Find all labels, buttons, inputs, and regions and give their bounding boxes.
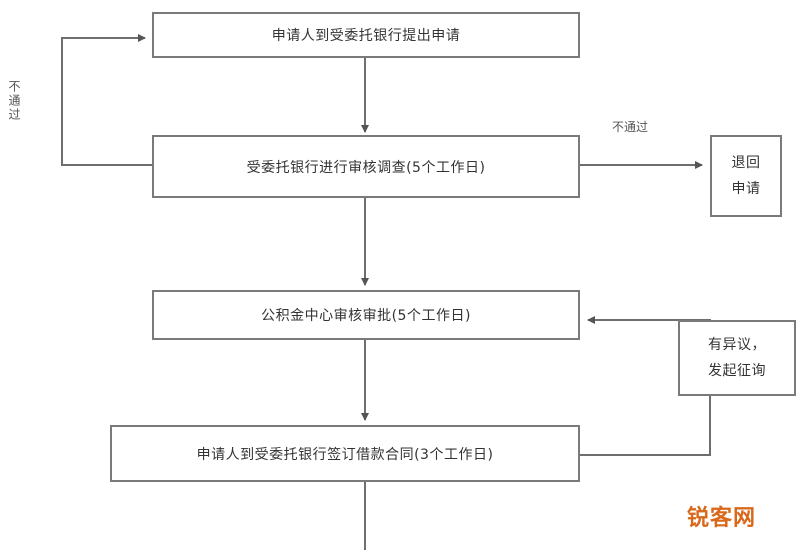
- step2-box: 受委托银行进行审核调查(5个工作日): [152, 135, 580, 198]
- step3-text: 公积金中心审核审批(5个工作日): [261, 308, 471, 324]
- reject-box: 退回 申请: [710, 135, 782, 217]
- step3-box: 公积金中心审核审批(5个工作日): [152, 290, 580, 340]
- supplement-box: 有异议， 发起征询: [678, 320, 796, 396]
- step4-text: 申请人到受委托银行签订借款合同(3个工作日): [196, 446, 494, 463]
- step4-box: 申请人到受委托银行签订借款合同(3个工作日): [110, 425, 580, 482]
- loop-not-pass-left: [61, 34, 152, 166]
- reject-line2: 申请: [731, 181, 761, 197]
- reject-line1: 退回: [731, 155, 761, 171]
- watermark-logo: 锐客网: [686, 506, 756, 531]
- step1-box: 申请人到受委托银行提出申请: [152, 12, 580, 58]
- label-not-pass-right: 不通过: [612, 120, 649, 134]
- supplement-line1: 有异议，: [708, 337, 766, 353]
- label-not-pass-left: 不通过: [7, 80, 21, 122]
- step1-text: 申请人到受委托银行提出申请: [271, 28, 461, 44]
- step2-text: 受委托银行进行审核调查(5个工作日): [246, 159, 486, 176]
- supplement-line2: 发起征询: [708, 363, 766, 379]
